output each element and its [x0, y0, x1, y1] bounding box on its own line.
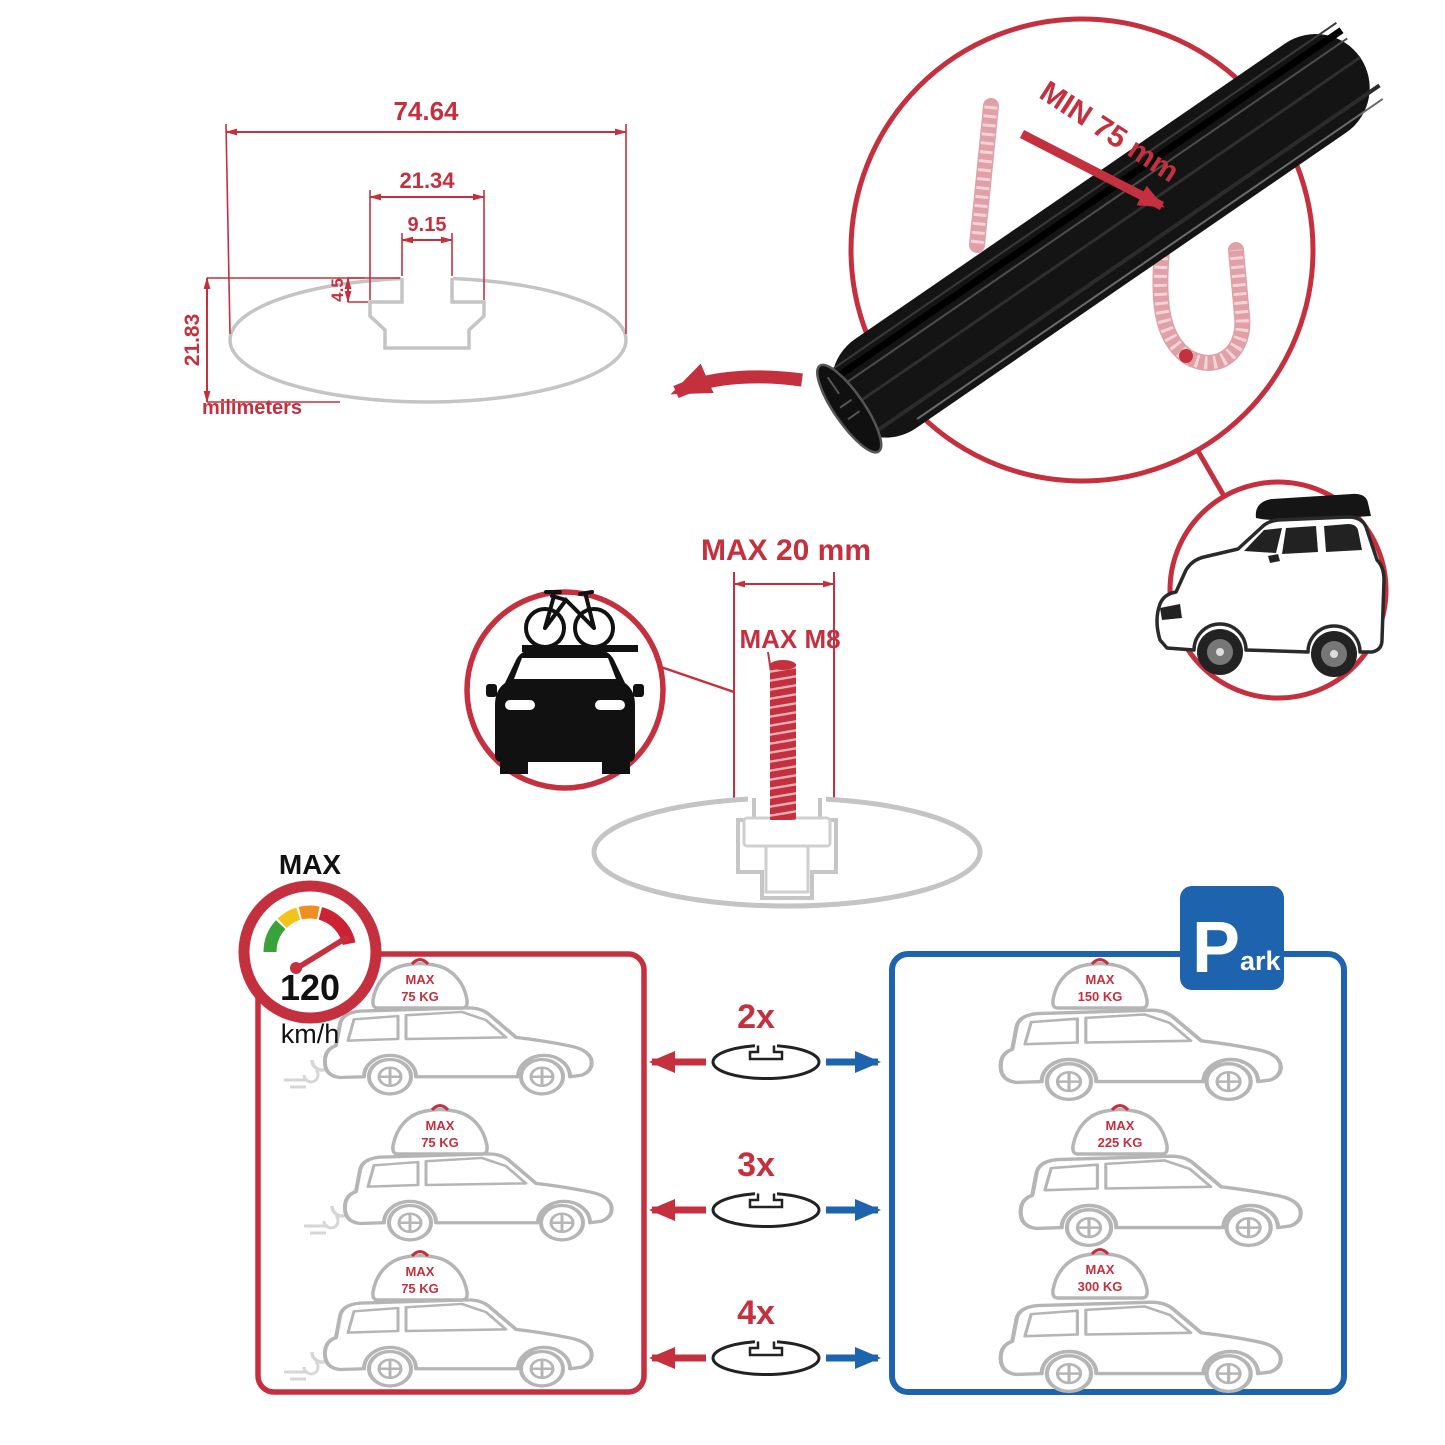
- t-bolt-flange: [742, 816, 832, 848]
- bar-qty-label: 4x: [737, 1294, 775, 1332]
- speed-max-label: MAX: [279, 849, 342, 880]
- gauge-green-arc: [263, 920, 286, 953]
- gauge-yellow-arc: [277, 907, 301, 929]
- cargo-max-label: MAX: [406, 1264, 435, 1279]
- parking-sign: P ark: [1180, 886, 1284, 990]
- crossbar-detail-circle: MIN 75 mm: [816, 16, 1384, 498]
- t-slot-channel: [368, 278, 486, 350]
- parking-sign-plate: [1180, 886, 1284, 990]
- speedometer: MAX 120 km/h: [238, 849, 382, 1049]
- gauge-needle: [291, 935, 349, 973]
- bar-qty-label: 3x: [737, 1146, 775, 1184]
- bolt-max-thread-label: MAX M8: [739, 624, 840, 654]
- cargo-weight-label: 150 KG: [1078, 989, 1123, 1004]
- cargo-weight-label: 75 KG: [401, 1281, 439, 1296]
- parking-sign-rest: ark: [1240, 946, 1282, 976]
- driving-panel: MAX 75 KG MAX 75 KG MAX 75 KG: [255, 951, 647, 1395]
- threaded-stud: [770, 664, 796, 820]
- dim-total-width: 74.64: [393, 96, 459, 126]
- stud-top: [770, 660, 796, 670]
- car-bike-circle: [464, 589, 735, 791]
- crossbar-profile-icon: [711, 1042, 821, 1080]
- parking-panel: MAX 150 KG MAX 225 KG MAX 300 KG P ark: [889, 886, 1347, 1395]
- speed-units: km/h: [281, 1019, 340, 1049]
- clamp-point-dot: [1179, 349, 1193, 363]
- bolt-max-length-label: MAX 20 mm: [701, 534, 871, 567]
- cargo-weight-label: 75 KG: [401, 989, 439, 1004]
- cargo-weight-label: 300 KG: [1078, 1279, 1123, 1294]
- gauge-pivot: [290, 962, 302, 974]
- speed-value: 120: [280, 967, 340, 1008]
- dim-total-height: 21.83: [181, 314, 204, 367]
- bar-qty-label: 2x: [737, 998, 775, 1036]
- dim-slot-depth: 4.5: [328, 278, 347, 302]
- zoom-out-arrow: [670, 363, 803, 398]
- cargo-max-label: MAX: [1106, 1118, 1135, 1133]
- t-bolt-shaft: [764, 844, 810, 894]
- parking-sign-letter: P: [1192, 908, 1240, 988]
- gauge-orange-arc: [298, 905, 320, 920]
- circle-connector-line: [1195, 449, 1227, 498]
- crossbar-3d: [816, 21, 1384, 454]
- speedometer-dial: [238, 880, 382, 1024]
- units-label: milimeters: [202, 397, 302, 419]
- bar-quantity-column: 2x 3x 4x: [649, 998, 881, 1376]
- cargo-max-label: MAX: [1086, 972, 1115, 987]
- cargo-weight-label: 75 KG: [421, 1135, 459, 1150]
- circle-leader-line: [657, 664, 735, 694]
- dim-slot-width: 9.15: [408, 214, 447, 236]
- ext-line: [225, 123, 231, 335]
- dim-channel-width: 21.34: [399, 168, 455, 193]
- crossbar-profile-icon: [711, 1338, 821, 1376]
- profile-dimension-diagram: 74.64 21.34 9.15 4.5 21.83 milimeters: [181, 96, 803, 419]
- crossbar-profile-icon: [711, 1190, 821, 1228]
- cargo-weight-label: 225 KG: [1098, 1135, 1143, 1150]
- car-front-bike-icon: [486, 590, 644, 774]
- suv-roofbox-circle: [1155, 479, 1389, 701]
- cargo-max-label: MAX: [406, 972, 435, 987]
- cargo-max-label: MAX: [1086, 1262, 1115, 1277]
- cargo-max-label: MAX: [426, 1118, 455, 1133]
- min-clearance-arrow: [1019, 129, 1165, 211]
- suv-roofbox-icon: [1155, 493, 1386, 677]
- bolt-dimension-diagram: MAX 20 mm MAX M8: [591, 534, 983, 909]
